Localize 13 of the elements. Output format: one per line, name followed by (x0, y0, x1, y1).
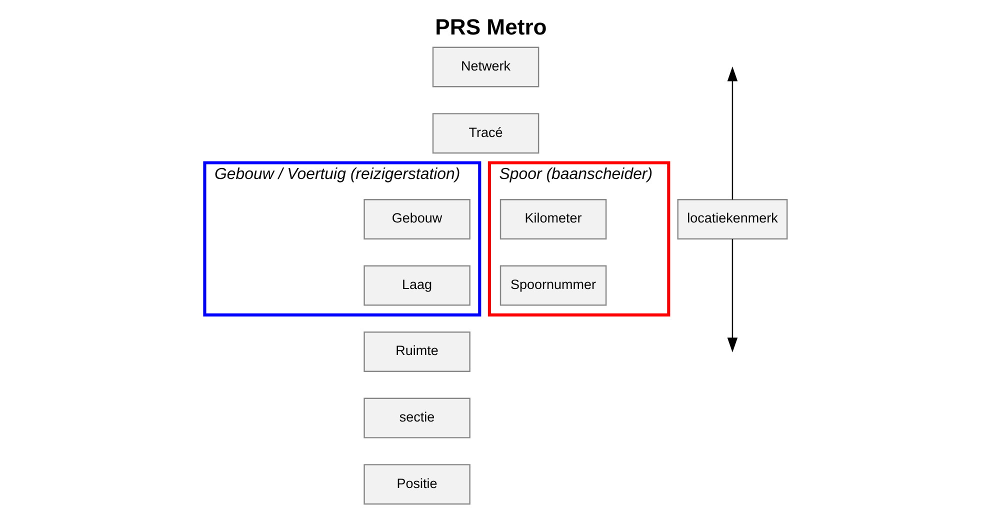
node-box: Laag (363, 265, 470, 306)
node-box: locatiekenmerk (676, 198, 788, 240)
node-box: Ruimte (363, 332, 470, 372)
diagram-title: PRS Metro (434, 14, 546, 40)
node-box: Spoornummer (499, 265, 606, 306)
node-box: Netwerk (432, 46, 539, 88)
node-box: Kilometer (499, 198, 606, 240)
node-box: Positie (363, 464, 470, 505)
node-box: sectie (363, 398, 470, 438)
arrow (726, 66, 738, 200)
node-box: Gebouw (363, 198, 470, 240)
arrow (726, 239, 738, 352)
node-box: Tracé (432, 113, 539, 154)
